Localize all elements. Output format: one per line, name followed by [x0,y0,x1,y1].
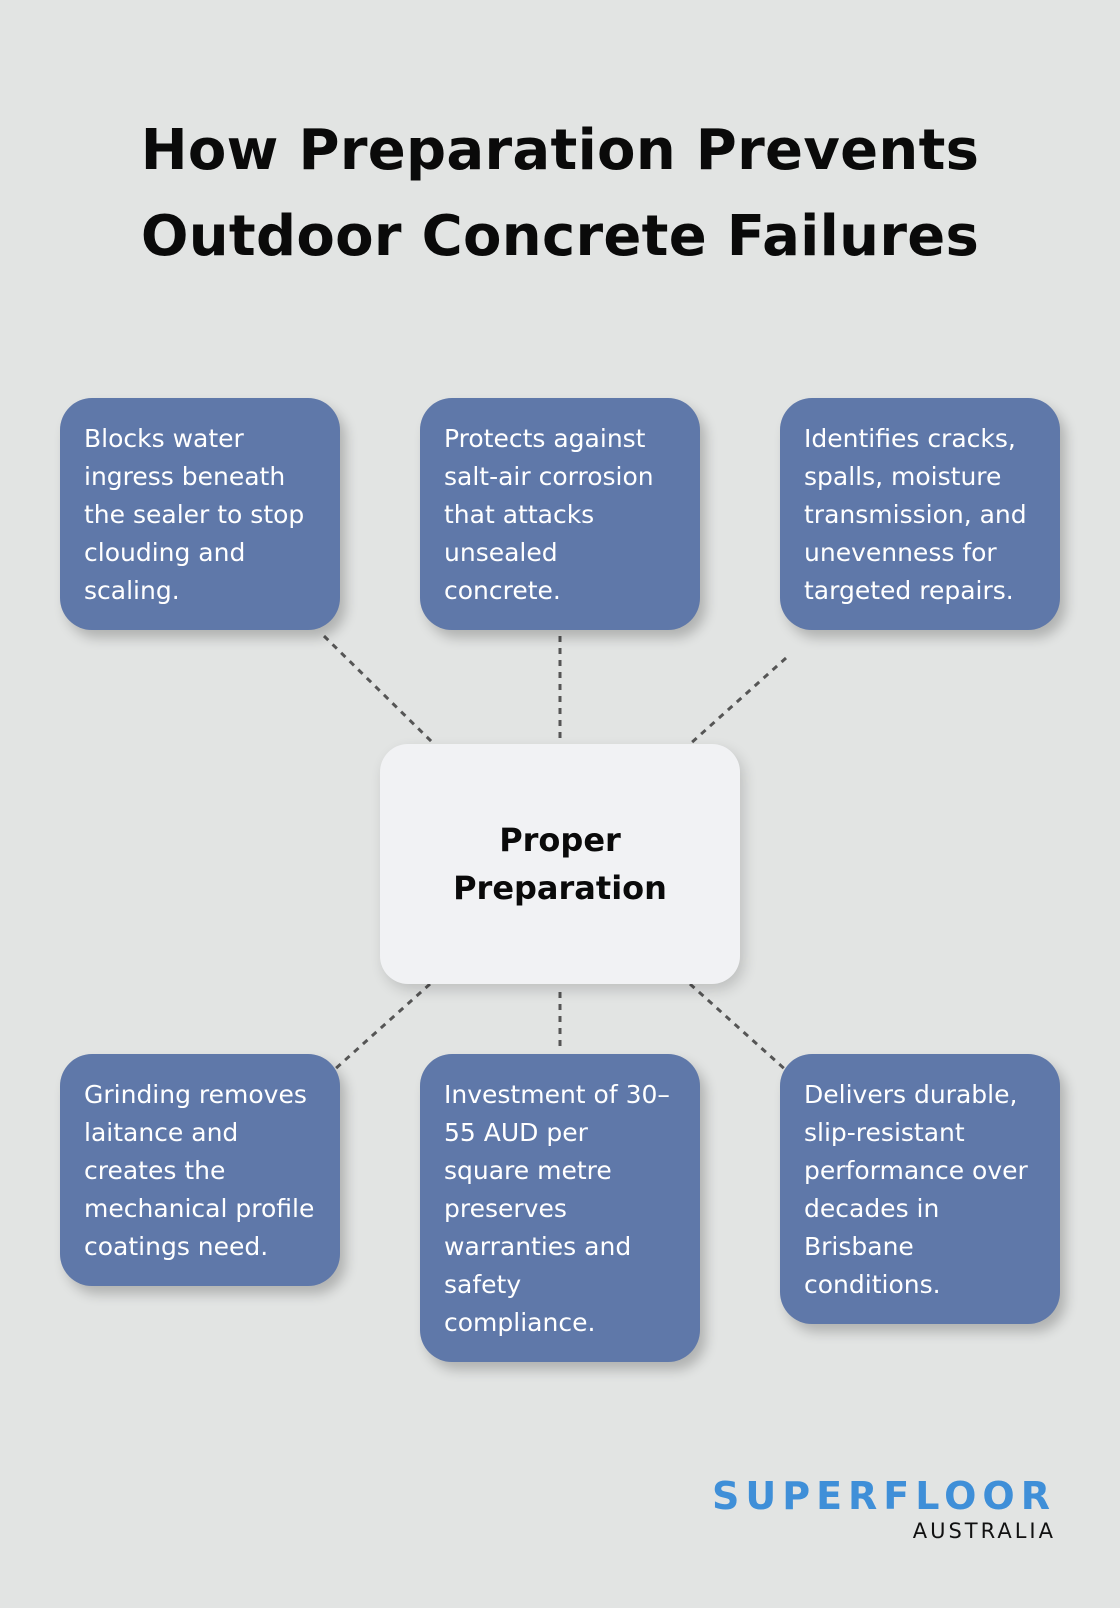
hub-node: Proper Preparation [380,744,740,984]
card-text: Delivers durable, slip-resistant perform… [804,1080,1028,1299]
logo-sub-text: AUSTRALIA [912,1519,1056,1543]
connector-top-right [688,656,788,746]
connector-bottom-left [332,982,432,1072]
card-water-ingress: Blocks water ingress beneath the sealer … [60,398,340,630]
connector-bottom-right [688,982,790,1074]
card-text: Identifies cracks, spalls, moisture tran… [804,424,1027,605]
card-text: Grinding removes laitance and creates th… [84,1080,315,1261]
card-durable-performance: Delivers durable, slip-resistant perform… [780,1054,1060,1324]
hub-label: Proper Preparation [453,821,667,907]
logo-main-text: SUPERFLOOR [712,1474,1056,1518]
card-text: Blocks water ingress beneath the sealer … [84,424,305,605]
page-title: How Preparation Prevents Outdoor Concret… [140,118,980,269]
card-grinding: Grinding removes laitance and creates th… [60,1054,340,1286]
card-text: Investment of 30–55 AUD per square metre… [444,1080,670,1337]
card-investment: Investment of 30–55 AUD per square metre… [420,1054,700,1362]
brand-logo: SUPERFLOOR AUSTRALIA [712,1476,1056,1544]
card-salt-air-corrosion: Protects against salt-air corrosion that… [420,398,700,630]
connector-top-left [322,634,434,744]
card-identifies-defects: Identifies cracks, spalls, moisture tran… [780,398,1060,630]
card-text: Protects against salt-air corrosion that… [444,424,654,605]
